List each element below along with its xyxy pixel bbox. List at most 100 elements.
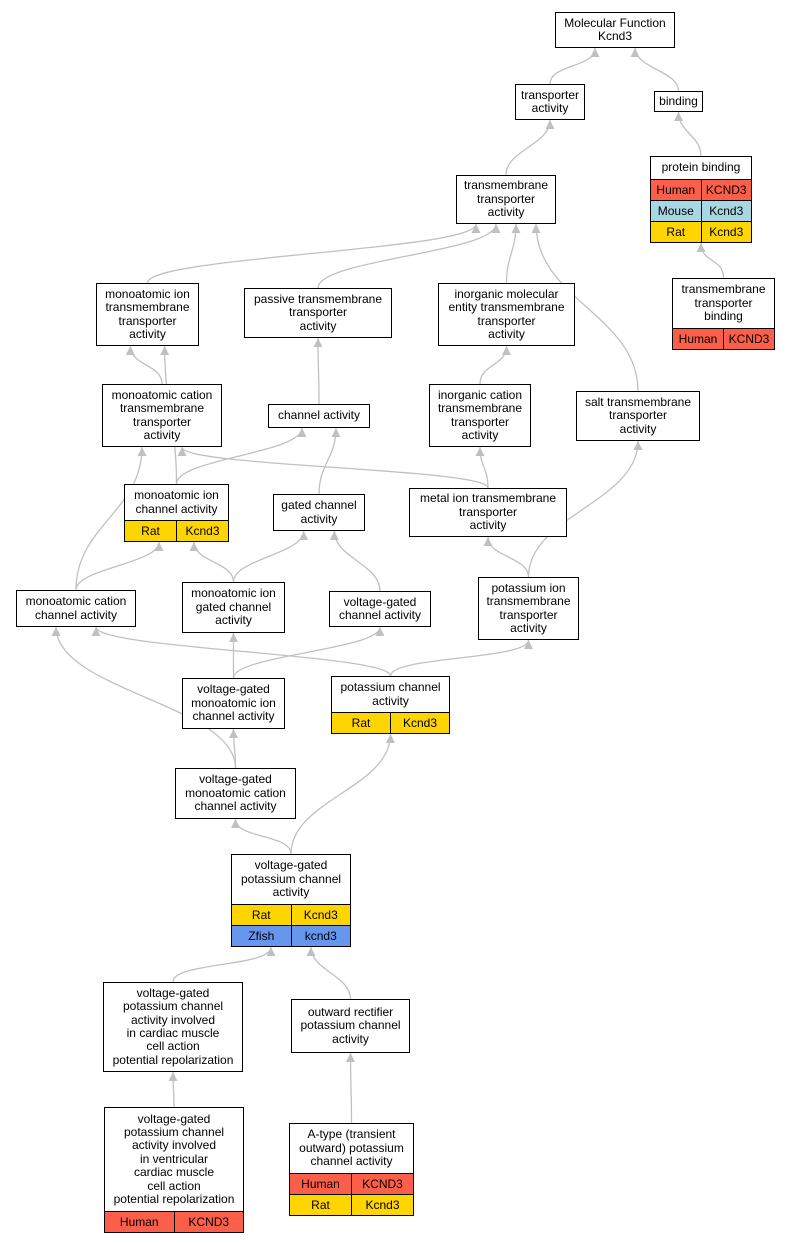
- edge-tm-transporter-to-transporter: [505, 119, 555, 176]
- edge-vg-k-channel-to-k-channel: [290, 733, 395, 855]
- term-label: inorganic cation transmembrane transport…: [437, 387, 523, 442]
- gene-cell: Kcnd3: [390, 713, 449, 733]
- edge-cation-channel-to-cation-tm: [75, 446, 147, 591]
- edge-transporter-to-mf: [549, 47, 600, 85]
- species-cell: Human: [290, 1174, 351, 1194]
- species-cell: Rat: [290, 1195, 351, 1215]
- term-node-binding[interactable]: binding: [654, 91, 703, 112]
- edge-metal-ion-tm-to-inorg-cation-tm: [475, 446, 489, 489]
- term-label: voltage-gated channel activity: [338, 594, 422, 622]
- edge-ion-gated-channel-to-gated-channel: [232, 530, 309, 583]
- term-label: voltage-gated potassium channel activity: [240, 858, 342, 900]
- term-label: metal ion transmembrane transporter acti…: [419, 491, 557, 533]
- term-node-k-ion-tm[interactable]: potassium ion transmembrane transporter …: [478, 577, 579, 640]
- edge-inorg-cation-tm-to-inorg-mol-tm: [479, 345, 511, 385]
- edge-ion-gated-channel-to-ion-channel: [189, 541, 235, 583]
- term-node-tm-transporter[interactable]: transmembrane transporter activity: [456, 175, 556, 224]
- edge-vg-cation-channel-to-vg-ion-channel: [229, 728, 239, 769]
- term-label: potassium channel activity: [340, 680, 441, 708]
- term-node-vg-channel[interactable]: voltage-gated channel activity: [329, 591, 431, 627]
- gene-cell: Kcnd3: [290, 905, 350, 925]
- species-cell: Human: [673, 329, 723, 349]
- term-node-channel[interactable]: channel activity: [268, 404, 370, 428]
- edge-binding-to-mf: [630, 47, 680, 92]
- species-cell: Mouse: [651, 201, 701, 221]
- edge-k-ion-tm-to-salt-tm: [527, 440, 643, 578]
- term-label: salt transmembrane transporter activity: [584, 394, 692, 436]
- term-label: monoatomic cation channel activity: [25, 594, 127, 622]
- term-node-vg-cation-channel[interactable]: voltage-gated monoatomic cation channel …: [175, 768, 296, 819]
- term-node-vg-k-ventricular[interactable]: voltage-gated potassium channel activity…: [104, 1107, 244, 1233]
- term-node-vg-ion-channel[interactable]: voltage-gated monoatomic ion channel act…: [182, 678, 285, 729]
- term-label: passive transmembrane transporter activi…: [253, 291, 383, 333]
- species-cell: Human: [651, 180, 701, 200]
- species-cell: Rat: [651, 222, 701, 242]
- edge-cation-tm-to-ion-tm: [125, 345, 163, 385]
- edge-vg-ion-channel-to-vg-channel: [232, 626, 385, 679]
- edge-cation-channel-to-ion-channel: [75, 541, 164, 591]
- term-label: gated channel activity: [281, 498, 357, 526]
- edge-metal-ion-tm-to-cation-tm: [177, 446, 489, 489]
- gene-cell: Kcnd3: [176, 521, 228, 541]
- term-label: monoatomic ion gated channel activity: [191, 586, 276, 628]
- edge-outward-rect-to-vg-k-channel: [306, 946, 352, 1000]
- term-label: inorganic molecular entity transmembrane…: [448, 286, 565, 341]
- species-cell: Human: [105, 1212, 174, 1232]
- term-node-mf[interactable]: Molecular Function Kcnd3: [555, 12, 675, 48]
- edge-inorg-mol-tm-to-tm-transporter: [505, 223, 521, 284]
- edge-k-ion-tm-to-metal-ion-tm: [483, 536, 530, 578]
- term-node-a-type[interactable]: A-type (transient outward) potassium cha…: [289, 1123, 414, 1216]
- term-label: monoatomic ion channel activity: [134, 488, 219, 516]
- term-node-transporter[interactable]: transporter activity: [515, 84, 585, 120]
- term-label: voltage-gated monoatomic cation channel …: [185, 772, 286, 814]
- term-node-cation-tm[interactable]: monoatomic cation transmembrane transpor…: [102, 384, 222, 447]
- term-label: transporter activity: [520, 87, 580, 115]
- edge-ion-channel-to-channel: [175, 427, 307, 485]
- term-label: voltage-gated potassium channel activity…: [113, 1111, 235, 1207]
- gene-cell: KCND3: [723, 329, 774, 349]
- species-cell: Rat: [232, 905, 291, 925]
- term-label: monoatomic cation transmembrane transpor…: [111, 387, 213, 442]
- term-node-ion-tm[interactable]: monoatomic ion transmembrane transporter…: [96, 283, 199, 346]
- term-node-metal-ion-tm[interactable]: metal ion transmembrane transporter acti…: [409, 488, 567, 537]
- edge-vg-k-cardiac-to-vg-k-channel: [172, 946, 276, 983]
- term-node-ion-gated-channel[interactable]: monoatomic ion gated channel activity: [182, 582, 285, 633]
- gene-cell: Kcnd3: [700, 201, 751, 221]
- edge-k-channel-to-k-ion-tm: [389, 639, 533, 677]
- term-node-salt-tm[interactable]: salt transmembrane transporter activity: [576, 391, 700, 441]
- edge-vg-k-channel-to-vg-cation-channel: [231, 818, 292, 855]
- edge-vg-channel-to-gated-channel: [329, 530, 381, 592]
- term-label: A-type (transient outward) potassium cha…: [299, 1127, 404, 1169]
- term-node-inorg-mol-tm[interactable]: inorganic molecular entity transmembrane…: [438, 283, 575, 346]
- term-label: channel activity: [277, 408, 361, 423]
- term-label: protein binding: [661, 160, 741, 175]
- edge-tm-transporter-binding-to-protein-binding: [696, 242, 725, 279]
- species-cell: Zfish: [232, 926, 291, 946]
- term-label: Molecular Function Kcnd3: [564, 15, 666, 43]
- gene-cell: KCND3: [173, 1212, 243, 1232]
- term-node-outward-rect[interactable]: outward rectifier potassium channel acti…: [291, 999, 410, 1053]
- term-label: transmembrane transporter binding: [681, 282, 766, 324]
- edge-gated-channel-to-channel: [318, 427, 341, 495]
- term-node-gated-channel[interactable]: gated channel activity: [273, 494, 365, 531]
- term-label: voltage-gated potassium channel activity…: [112, 985, 234, 1067]
- term-node-vg-k-channel[interactable]: voltage-gated potassium channel activity…: [231, 854, 351, 947]
- term-node-inorg-cation-tm[interactable]: inorganic cation transmembrane transport…: [429, 384, 531, 447]
- term-node-passive-tm[interactable]: passive transmembrane transporter activi…: [244, 288, 392, 338]
- term-node-vg-k-cardiac[interactable]: voltage-gated potassium channel activity…: [103, 982, 243, 1072]
- edge-ion-tm-to-tm-transporter: [146, 223, 481, 284]
- term-node-cation-channel[interactable]: monoatomic cation channel activity: [16, 590, 136, 627]
